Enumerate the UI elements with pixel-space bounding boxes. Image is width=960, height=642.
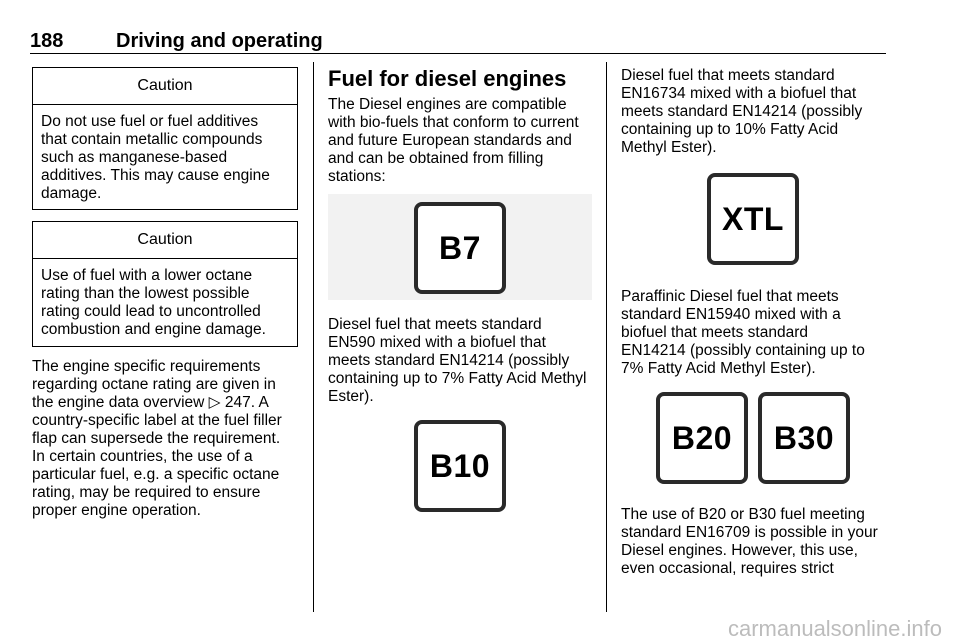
caution-box-octane: Caution Use of fuel with a lower octane … (32, 221, 298, 347)
text-line: and can be obtained from filling (328, 150, 544, 167)
text-line: that contain metallic compounds (41, 131, 263, 148)
diesel-section-heading: Fuel for diesel engines (328, 66, 600, 92)
b20-description: The use of B20 or B30 fuel meeting stand… (621, 506, 893, 578)
text-line: Diesel fuel that meets standard (621, 67, 835, 84)
text-line: rating than the lowest possible (41, 285, 250, 302)
caution-title: Caution (33, 68, 297, 105)
page-header: 188 Driving and operating (30, 30, 886, 52)
text-line: particular fuel, e.g. a specific octane (32, 466, 280, 483)
section-heading: Fuel for diesel engines (328, 66, 567, 91)
text-line: flap can supersede the requirement. (32, 430, 281, 447)
caution-text: Do not use fuel or fuel additives that c… (33, 105, 297, 203)
header-rule (30, 53, 886, 54)
caution-title: Caution (33, 222, 297, 259)
text-line: Methyl Ester). (621, 139, 717, 156)
text-line: Diesel engines. However, this use, (621, 542, 858, 559)
xtl-description: Paraffinic Diesel fuel that meets standa… (621, 288, 893, 378)
text-line: EN14214 (possibly containing up to (621, 342, 865, 359)
text-line: Ester). (328, 388, 374, 405)
fuel-label-b7: B7 (414, 202, 506, 294)
text-line: the engine data overview ▷ 247. A (32, 394, 269, 411)
caution-text: Use of fuel with a lower octane rating t… (33, 259, 297, 339)
b7-description: Diesel fuel that meets standard EN590 mi… (328, 316, 600, 406)
text-line: containing up to 10% Fatty Acid (621, 121, 839, 138)
text-line: proper engine operation. (32, 502, 201, 519)
b10-description: Diesel fuel that meets standard EN16734 … (621, 67, 893, 157)
text-line: EN590 mixed with a biofuel that (328, 334, 546, 351)
text-line: with bio-fuels that conform to current (328, 114, 579, 131)
text-line: such as manganese-based (41, 149, 228, 166)
fuel-label-b30: B30 (758, 392, 850, 484)
text-line: additives. This may cause engine (41, 167, 270, 184)
octane-paragraph: The engine specific requirements regardi… (32, 358, 304, 520)
text-line: meets standard EN14214 (possibly (621, 103, 863, 120)
text-line: 7% Fatty Acid Methyl Ester). (621, 360, 816, 377)
column-divider-1 (313, 62, 314, 612)
caution-box-additives: Caution Do not use fuel or fuel additive… (32, 67, 298, 210)
text-line: The use of B20 or B30 fuel meeting (621, 506, 865, 523)
diesel-intro: The Diesel engines are compatible with b… (328, 96, 600, 186)
text-line: EN16734 mixed with a biofuel that (621, 85, 857, 102)
text-line: stations: (328, 168, 386, 185)
fuel-label-b20: B20 (656, 392, 748, 484)
chapter-title: Driving and operating (116, 30, 323, 52)
text-line: and future European standards and (328, 132, 572, 149)
text-line: even occasional, requires strict (621, 560, 834, 577)
text-line: rating could lead to uncontrolled (41, 303, 261, 320)
text-line: combustion and engine damage. (41, 321, 266, 338)
watermark: carmanualsonline.info (727, 616, 942, 641)
page-number: 188 (30, 30, 64, 52)
fuel-label-xtl: XTL (707, 173, 799, 265)
text-line: meets standard EN14214 (possibly (328, 352, 570, 369)
text-line: Paraffinic Diesel fuel that meets (621, 288, 839, 305)
text-line: Diesel fuel that meets standard (328, 316, 542, 333)
text-line: country-specific label at the fuel fille… (32, 412, 282, 429)
text-line: standard EN16709 is possible in your (621, 524, 878, 541)
text-line: In certain countries, the use of a (32, 448, 253, 465)
text-line: Use of fuel with a lower octane (41, 267, 253, 284)
text-line: The engine specific requirements (32, 358, 261, 375)
text-line: rating, may be required to ensure (32, 484, 261, 501)
text-line: Do not use fuel or fuel additives (41, 113, 259, 130)
text-line: regarding octane rating are given in (32, 376, 276, 393)
text-line: containing up to 7% Fatty Acid Methyl (328, 370, 587, 387)
text-line: The Diesel engines are compatible (328, 96, 567, 113)
text-line: standard EN15940 mixed with a (621, 306, 841, 323)
column-divider-2 (606, 62, 607, 612)
text-line: biofuel that meets standard (621, 324, 808, 341)
text-line: damage. (41, 185, 102, 202)
fuel-label-b10: B10 (414, 420, 506, 512)
